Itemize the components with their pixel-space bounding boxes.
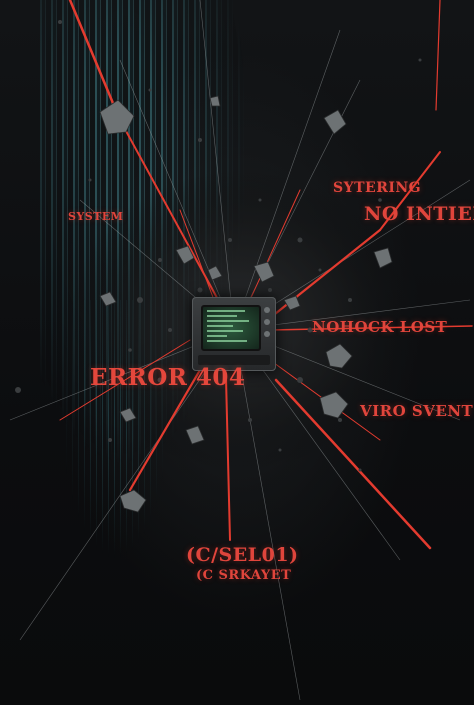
- label-srkayet: (C SRKAYET: [196, 568, 292, 583]
- crack-lines: [9, 0, 471, 701]
- terminal-base: [198, 355, 270, 365]
- label-nohock-lost: NOHOCK LOST: [312, 318, 448, 336]
- speckle-particles: [15, 20, 422, 472]
- label-csel01: (C/SEL01): [186, 544, 299, 566]
- crt-terminal: [192, 297, 276, 371]
- label-viro-svent: VIRO SVENT: [360, 402, 474, 420]
- debris-rocks: [99, 95, 393, 513]
- label-system: SYSTEM: [68, 210, 124, 223]
- error-404-label: ERROR 404: [90, 364, 246, 391]
- label-no-intiert: NO INTIERT: [364, 203, 474, 225]
- terminal-screen: [201, 305, 261, 351]
- label-sytering: SYTERING: [333, 180, 422, 196]
- terminal-knobs: [263, 307, 271, 345]
